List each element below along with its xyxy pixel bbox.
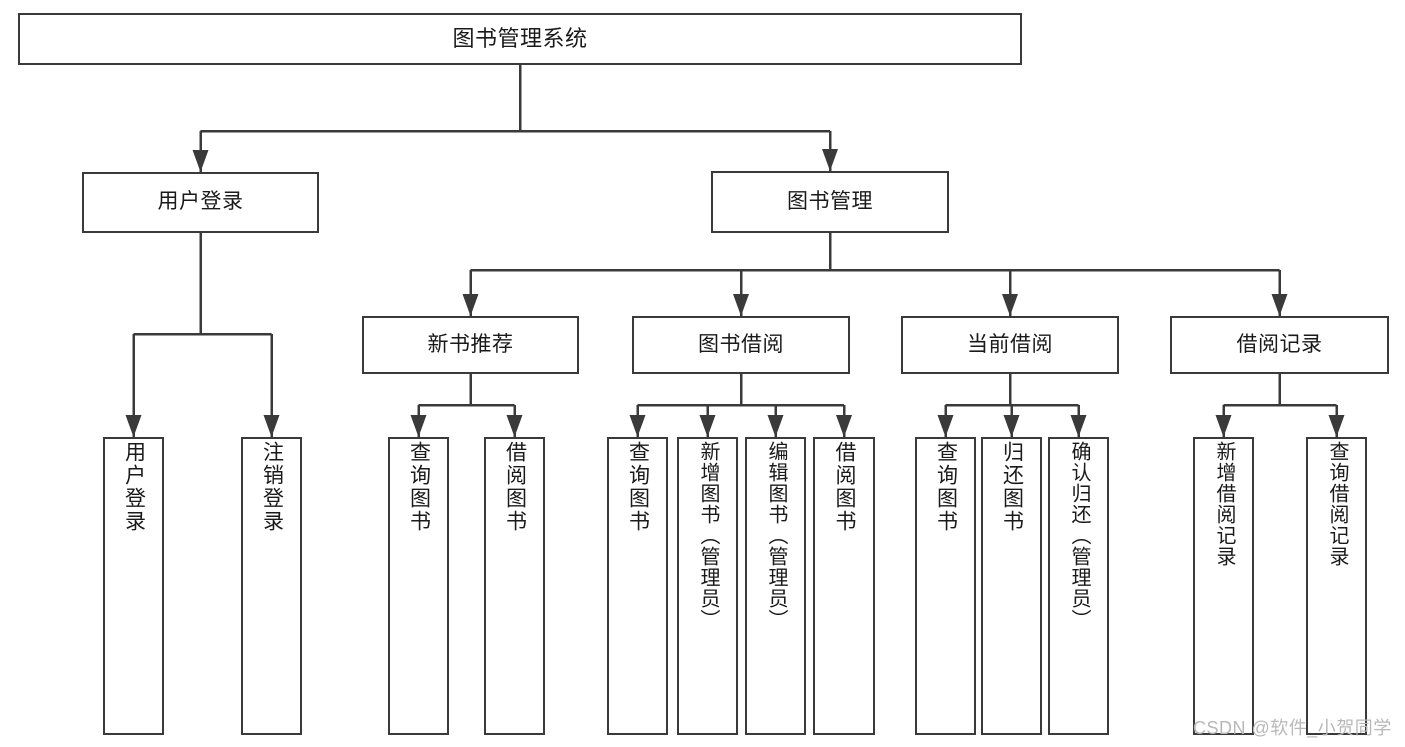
node-leaf-query-3[interactable]: 查询图书 — [915, 437, 976, 735]
node-label: 新增借阅记录 — [1213, 441, 1235, 567]
node-label: 用户登录 — [122, 441, 146, 533]
node-label: 新增图书（管理员） — [697, 441, 719, 630]
csdn-watermark: CSDN @软件_小贺同学 — [1193, 718, 1392, 738]
connector-arrowhead — [1271, 294, 1288, 316]
connector-arrowhead — [1070, 415, 1087, 437]
node-new-book-rec[interactable]: 新书推荐 — [362, 316, 579, 374]
node-leaf-borrow-2[interactable]: 借阅图书 — [813, 437, 875, 735]
connector-arrowhead — [263, 415, 280, 437]
node-leaf-confirm[interactable]: 确认归还（管理员） — [1048, 437, 1109, 735]
node-book-manage[interactable]: 图书管理 — [711, 171, 949, 233]
node-leaf-user-login[interactable]: 用户登录 — [103, 437, 164, 735]
connector-arrowhead — [192, 150, 209, 172]
node-label: 查询图书 — [626, 441, 650, 533]
node-leaf-query-2[interactable]: 查询图书 — [607, 437, 668, 735]
node-root[interactable]: 图书管理系统 — [18, 13, 1022, 65]
connector-arrowhead — [1215, 415, 1232, 437]
connector-arrowhead — [937, 415, 954, 437]
connector-arrowhead — [836, 415, 852, 437]
node-label: 借阅图书 — [833, 441, 857, 533]
node-label: 借阅记录 — [1236, 332, 1323, 356]
connector-arrowhead — [822, 149, 838, 171]
node-label: 查询图书 — [407, 441, 431, 533]
connector-arrowhead — [699, 415, 716, 437]
connector-arrowhead — [462, 294, 479, 316]
node-label: 查询图书 — [934, 441, 958, 533]
node-leaf-return[interactable]: 归还图书 — [981, 437, 1042, 735]
node-user-login[interactable]: 用户登录 — [82, 172, 319, 233]
node-label: 用户登录 — [157, 190, 244, 214]
node-book-borrow[interactable]: 图书借阅 — [632, 316, 850, 374]
node-label: 当前借阅 — [967, 332, 1053, 356]
connector-arrowhead — [733, 294, 749, 316]
connector-arrowhead — [1002, 294, 1018, 316]
connector-arrowhead — [125, 415, 142, 437]
connector-arrowhead — [767, 415, 784, 437]
connector-arrowhead — [410, 415, 427, 437]
node-leaf-add-book[interactable]: 新增图书（管理员） — [677, 437, 738, 735]
node-label: 图书借阅 — [698, 332, 784, 356]
node-leaf-borrow-1[interactable]: 借阅图书 — [484, 437, 545, 735]
node-leaf-query-rec[interactable]: 查询借阅记录 — [1306, 437, 1367, 735]
node-borrow-record[interactable]: 借阅记录 — [1170, 316, 1389, 374]
connector-arrowhead — [1003, 415, 1020, 437]
node-label: 借阅图书 — [503, 441, 527, 533]
node-leaf-add-rec[interactable]: 新增借阅记录 — [1193, 437, 1254, 735]
node-label: 图书管理系统 — [452, 26, 588, 52]
connector-arrowhead — [1328, 415, 1345, 437]
node-leaf-edit-book[interactable]: 编辑图书（管理员） — [745, 437, 806, 735]
connector-arrowhead — [506, 415, 523, 437]
node-label: 注销登录 — [260, 441, 284, 533]
node-label: 归还图书 — [1000, 441, 1024, 533]
node-leaf-logout[interactable]: 注销登录 — [241, 437, 302, 735]
connector-arrowhead — [629, 415, 646, 437]
node-label: 编辑图书（管理员） — [765, 441, 787, 630]
node-label: 查询借阅记录 — [1326, 441, 1348, 567]
node-current-borrow[interactable]: 当前借阅 — [901, 316, 1119, 374]
node-label: 确认归还（管理员） — [1068, 441, 1090, 630]
node-label: 新书推荐 — [427, 332, 514, 356]
node-leaf-query-1[interactable]: 查询图书 — [388, 437, 449, 735]
node-label: 图书管理 — [787, 189, 873, 213]
